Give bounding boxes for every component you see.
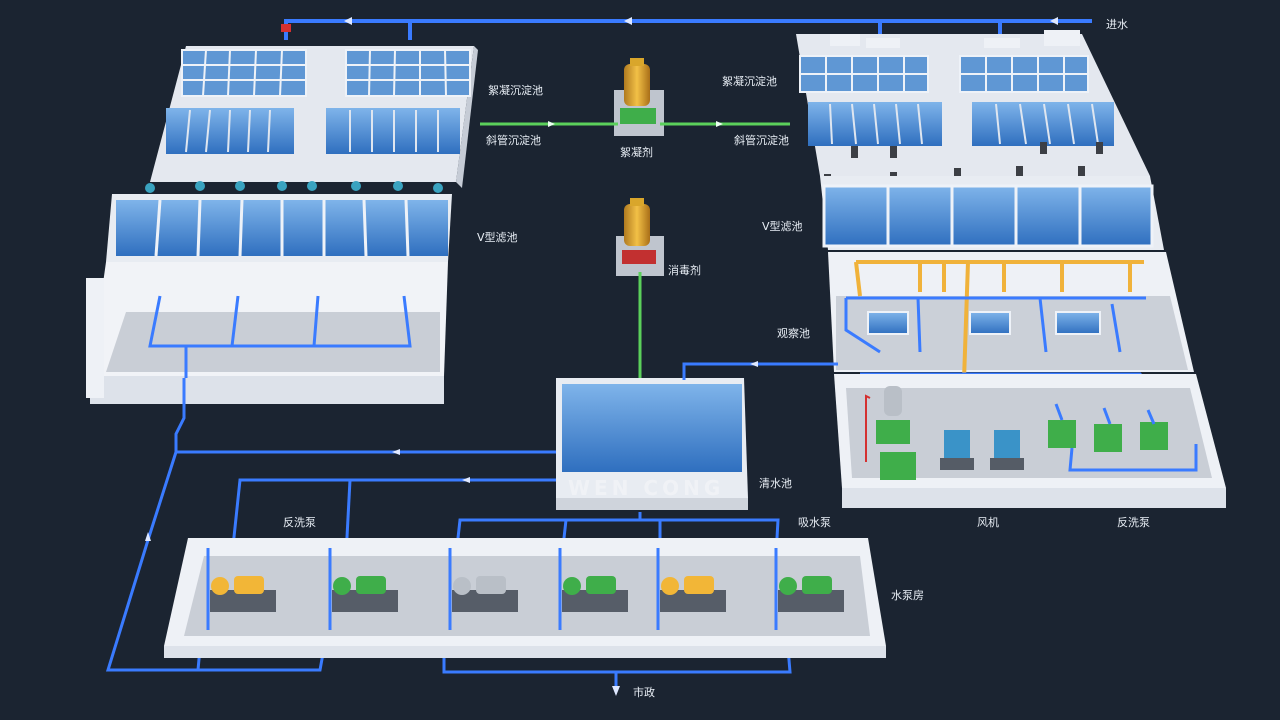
- disinfectant-unit[interactable]: [616, 198, 664, 276]
- backwash-right-group: [1048, 420, 1168, 452]
- label-backwash-left: 反洗泵: [283, 516, 316, 529]
- label-backwash-right: 反洗泵: [1117, 516, 1150, 529]
- label-municipal: 市政: [633, 686, 655, 699]
- observe-to-pool-pipe: [682, 362, 838, 380]
- label-floc-right: 絮凝沉淀池: [722, 75, 777, 88]
- left-plant: [86, 46, 478, 404]
- left-valve-row: [145, 181, 443, 193]
- pump-unit[interactable]: [448, 548, 518, 630]
- label-clear-pool: 清水池: [759, 477, 792, 490]
- left-floc-grid: [181, 49, 471, 97]
- right-vfilter-pools: [822, 184, 1154, 248]
- label-floc-left: 絮凝沉淀池: [488, 84, 543, 97]
- pump-unit[interactable]: [774, 548, 844, 630]
- inlet-valve-red[interactable]: [281, 24, 291, 32]
- inlet-arrows: [344, 17, 1058, 25]
- pipe-arrows: [145, 449, 620, 696]
- label-observe: 观察池: [777, 327, 810, 340]
- pump-unit[interactable]: [558, 548, 628, 630]
- label-vfilter-right: V型滤池: [762, 220, 803, 233]
- label-pump-house: 水泵房: [891, 589, 924, 602]
- label-coagulant: 絮凝剂: [620, 146, 653, 159]
- pump-unit[interactable]: [328, 548, 398, 630]
- label-vfilter-left: V型滤池: [477, 231, 518, 244]
- chemical-arrows: [548, 121, 723, 127]
- inlet-pipe: [284, 19, 1092, 40]
- air-red-line: [865, 394, 871, 462]
- pump-row: [206, 548, 844, 630]
- label-blower: 风机: [977, 516, 999, 529]
- label-disinfectant: 消毒剂: [668, 264, 701, 277]
- label-incline-right: 斜管沉淀池: [734, 134, 789, 147]
- label-incline-left: 斜管沉淀池: [486, 134, 541, 147]
- pump-unit[interactable]: [656, 548, 726, 630]
- pump-unit[interactable]: [206, 548, 276, 630]
- blower-group: [876, 386, 1024, 480]
- right-plant: [796, 30, 1226, 508]
- label-inlet: 进水: [1106, 18, 1128, 31]
- left-gallery-pipes: [148, 295, 412, 378]
- coagulant-unit[interactable]: [614, 58, 664, 136]
- clear-water-pool: [556, 378, 748, 510]
- label-suction-pump: 吸水泵: [798, 516, 831, 529]
- watermark: WEN CONG: [568, 476, 725, 500]
